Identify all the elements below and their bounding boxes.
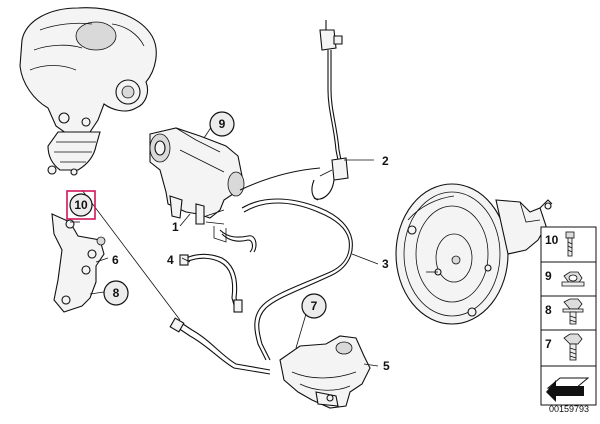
callout-5: 5 — [383, 359, 390, 373]
callout-label: 4 — [167, 253, 174, 267]
callout-label: 2 — [382, 154, 389, 168]
turbo-tube — [81, 189, 271, 375]
legend-label: 8 — [545, 303, 552, 317]
callout-4: 4 — [167, 253, 174, 267]
flange-bolt-icon — [562, 298, 584, 325]
callout-label: 3 — [382, 257, 389, 271]
hardware-legend: 10 9 8 7 — [540, 226, 597, 406]
callout-7: 7 — [301, 293, 327, 319]
callout-label: 9 — [219, 117, 226, 131]
callout-label: 5 — [383, 359, 390, 373]
callout-label: 8 — [113, 286, 120, 300]
callout-8: 8 — [103, 280, 129, 306]
callout-3: 3 — [382, 257, 389, 271]
hex-bolt-icon — [563, 333, 583, 361]
callout-label: 10 — [74, 198, 88, 212]
callout-2: 2 — [382, 154, 389, 168]
bolt-icon — [565, 231, 575, 257]
callout-6: 6 — [112, 253, 119, 267]
legend-label: 7 — [545, 337, 552, 351]
callout-label: 1 — [172, 220, 179, 234]
callout-9: 9 — [209, 111, 235, 137]
view-arrow-icon — [546, 377, 590, 402]
brake-booster — [395, 183, 553, 325]
bracket — [51, 213, 106, 313]
callout-label: 6 — [112, 253, 119, 267]
highlight-box — [66, 190, 96, 220]
vacuum-reservoir — [279, 335, 371, 409]
callout-10: 10 — [66, 190, 96, 220]
leader-lines — [70, 125, 379, 367]
legend-label: 9 — [545, 269, 552, 283]
diagram-id: 00159793 — [548, 404, 590, 414]
legend-label: 10 — [545, 233, 559, 247]
nut-icon — [561, 271, 585, 287]
pressure-converter — [149, 127, 245, 243]
vacuum-hoses — [179, 167, 353, 361]
turbocharger — [19, 7, 157, 176]
electrical-connector-wire — [313, 20, 349, 200]
callout-1: 1 — [172, 220, 179, 234]
callout-label: 7 — [311, 299, 318, 313]
